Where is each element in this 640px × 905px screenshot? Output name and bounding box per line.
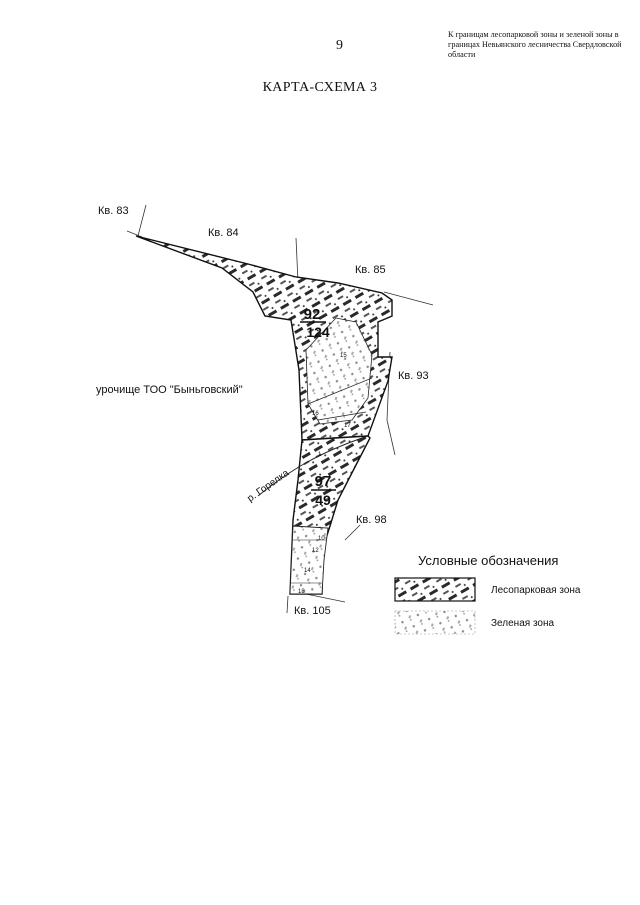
compartment-12: 12: [312, 548, 319, 554]
tract-label: урочище ТОО "Быньговский": [96, 384, 243, 396]
block-97-number: 97: [315, 473, 332, 490]
quarter-label-98: Кв. 98: [356, 514, 387, 526]
compartment-14: 14: [304, 568, 311, 574]
legend-swatch-green: [394, 610, 476, 635]
quarter-boundaries: [126, 204, 434, 614]
legend: Условные обозначения Лесопарковая зона З…: [394, 553, 581, 635]
legend-label-forest-park: Лесопарковая зона: [491, 585, 581, 596]
block-92-area: 124: [306, 324, 330, 340]
legend-swatch-forest-park: [394, 577, 476, 602]
header-note: К границам лесопарковой зоны и зеленой з…: [448, 30, 622, 59]
compartment-17: 17: [344, 423, 351, 429]
map-title: КАРТА-СХЕМА 3: [262, 80, 378, 95]
north-green-zone: [305, 317, 373, 425]
compartment-16: 16: [312, 411, 319, 417]
quarter-label-93: Кв. 93: [398, 370, 429, 382]
river-gorelka: [257, 435, 369, 497]
quarter-label-85: Кв. 85: [355, 264, 386, 276]
legend-title: Условные обозначения: [418, 553, 558, 568]
block-92-number: 92: [304, 306, 321, 323]
compartment-18: 18: [298, 589, 305, 595]
quarter-label-105: Кв. 105: [294, 605, 331, 617]
quarter-label-84: Кв. 84: [208, 227, 239, 239]
page-number: 9: [336, 38, 343, 53]
south-green-zone: [289, 525, 329, 595]
block-97-area: 49: [315, 492, 331, 508]
compartment-10: 10: [318, 536, 325, 542]
compartment-1: 1: [318, 452, 322, 458]
legend-label-green: Зеленая зона: [491, 618, 555, 629]
river-label: р. Горелка: [245, 468, 291, 505]
compartment-15: 15: [340, 353, 347, 359]
quarter-label-83: Кв. 83: [98, 205, 129, 217]
